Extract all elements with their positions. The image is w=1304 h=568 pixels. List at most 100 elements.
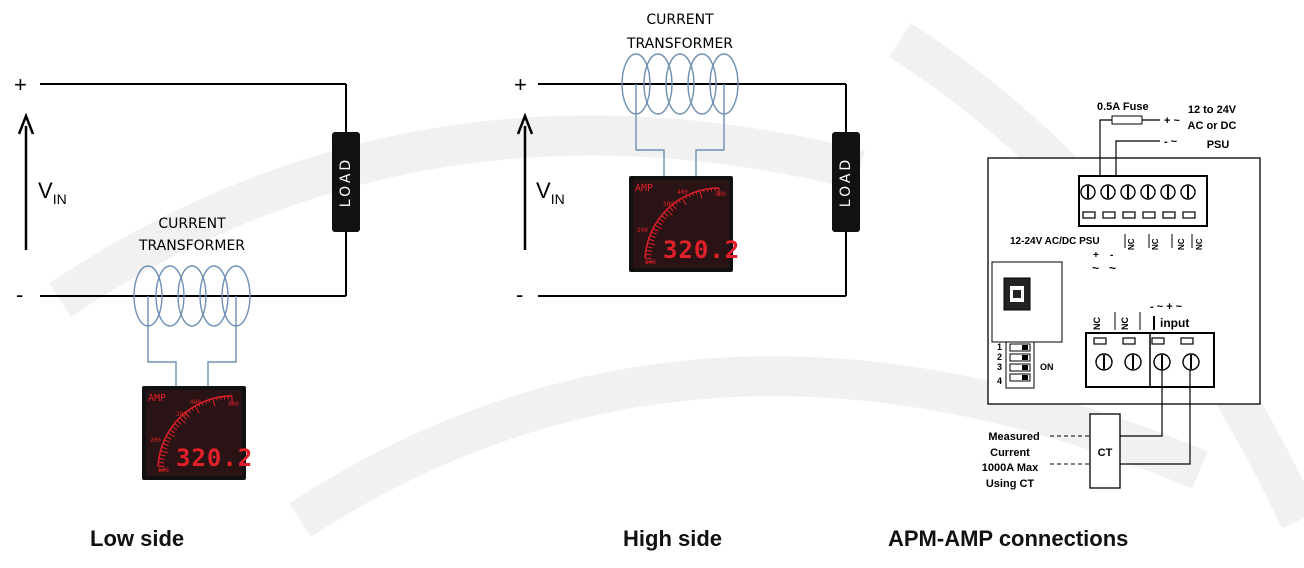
meter-tick (212, 398, 216, 407)
ct-label-line2: TRANSFORMER (626, 36, 733, 52)
meter-tick (675, 201, 678, 205)
psu-minus: - ~ (1164, 136, 1178, 148)
svg-text:Current: Current (990, 447, 1030, 459)
meter-reading: 320.2 (176, 444, 253, 472)
psu-plus: + ~ (1164, 115, 1180, 127)
terminal-pin (1182, 211, 1196, 219)
meter-tick (645, 253, 652, 256)
meter-tick (649, 235, 656, 239)
dip-lever-knob (1022, 365, 1028, 370)
top-screw-row (1080, 184, 1196, 200)
top-terminal-label: 12-24V AC/DC PSU (1010, 236, 1100, 247)
meter-tick (182, 414, 187, 420)
meter-scale-label: 200 (150, 437, 161, 444)
meter-tick (158, 457, 165, 460)
psu-pin-tilde: ~ (1092, 261, 1099, 275)
meter-scale-label: 300 (663, 201, 674, 208)
meter-tick (654, 224, 663, 230)
fuse-label: 0.5A Fuse (1097, 101, 1149, 113)
meter-tick (661, 215, 667, 220)
psu-pin-plus: + (1093, 250, 1099, 261)
plus-terminal: + (514, 72, 527, 97)
meter-tick (681, 197, 687, 206)
svg-text:Measured: Measured (988, 431, 1039, 443)
meter-tick (688, 194, 691, 198)
meter-scale-label: 400 (677, 189, 688, 196)
psu-label-line3: PSU (1207, 139, 1230, 151)
dip-lever-knob (1022, 355, 1028, 360)
load-block (832, 132, 860, 232)
meter-tick (672, 204, 677, 210)
ct-leads (635, 84, 725, 176)
meter-tick (703, 189, 705, 193)
psu-pin-tilde: ~ (1109, 261, 1116, 275)
psu-pin-minus: - (1110, 250, 1113, 261)
dip-lever (1009, 363, 1031, 372)
meter-tick (208, 399, 211, 403)
svg-text:2: 2 (997, 352, 1002, 362)
load-block (332, 132, 360, 232)
meter-tick (171, 426, 178, 431)
top-nc-labels: NC NC NC NC (1127, 238, 1204, 250)
meter-tick (663, 212, 669, 217)
meter-reading: 320.2 (663, 236, 740, 264)
meter-scale-label: 500 (228, 401, 239, 408)
meter-tick (205, 400, 208, 404)
terminal-pin (1122, 337, 1136, 345)
vin-label: VIN (38, 178, 67, 207)
meter-tick (646, 246, 653, 249)
meter-tick (645, 249, 652, 252)
bottom-nc-labels: NC NC (1092, 317, 1130, 330)
meter-tick (201, 402, 204, 406)
svg-text:NC: NC (1151, 238, 1160, 250)
coil-loop (665, 53, 695, 115)
meter-scale-arc (157, 395, 233, 467)
ct-box (1089, 413, 1121, 489)
terminal-pin (1093, 337, 1107, 345)
dip-lever (1009, 353, 1031, 362)
fuse-symbol (1111, 115, 1143, 125)
meter-tick (160, 450, 169, 454)
psu-label-line2: AC or DC (1188, 120, 1237, 132)
meter-tick (194, 405, 200, 414)
meter-scale-label: 400 (190, 399, 201, 406)
meter-screen (146, 390, 242, 476)
dip-switch: 1 2 3 4 ON (997, 341, 1054, 389)
meter-tick (647, 242, 656, 246)
meter-tick (656, 221, 663, 226)
dip-on-label: ON (1040, 362, 1054, 372)
meter-scale-label: 200 (637, 227, 648, 234)
svg-text:1: 1 (997, 342, 1002, 352)
svg-text:3: 3 (997, 362, 1002, 372)
meter-unit-label: AMP (148, 393, 166, 404)
meter-tick (197, 403, 201, 407)
meter-tick (678, 199, 681, 203)
measured-current-label: Measured Current 1000A Max Using CT (982, 431, 1040, 490)
meter-tick (652, 227, 659, 232)
svg-text:NC: NC (1092, 317, 1102, 330)
meter-scale-arc (644, 187, 720, 259)
svg-text:Using CT: Using CT (986, 478, 1035, 490)
svg-text:4: 4 (997, 376, 1002, 386)
load-label: LOAD (338, 157, 354, 207)
meter-tick (185, 412, 190, 418)
plus-terminal: + (14, 72, 27, 97)
ct-box-label: CT (1098, 447, 1113, 459)
ct-label-line2: TRANSFORMER (138, 238, 245, 254)
load-label: LOAD (838, 157, 854, 207)
svg-text:NC: NC (1177, 238, 1186, 250)
meter-tick (684, 195, 688, 199)
input-signs: - ~ + ~ (1150, 301, 1183, 313)
terminal-pin (1142, 211, 1156, 219)
coil-loop (199, 265, 229, 327)
caption-low-side: Low side (90, 526, 185, 551)
meter-tick (191, 407, 194, 411)
caption-connections: APM-AMP connections (888, 526, 1129, 551)
meter-tick (699, 190, 703, 199)
bottom-screw-row (1095, 353, 1200, 371)
caption-high-side: High side (623, 526, 723, 551)
meter-scale-label: 100 (645, 259, 656, 266)
